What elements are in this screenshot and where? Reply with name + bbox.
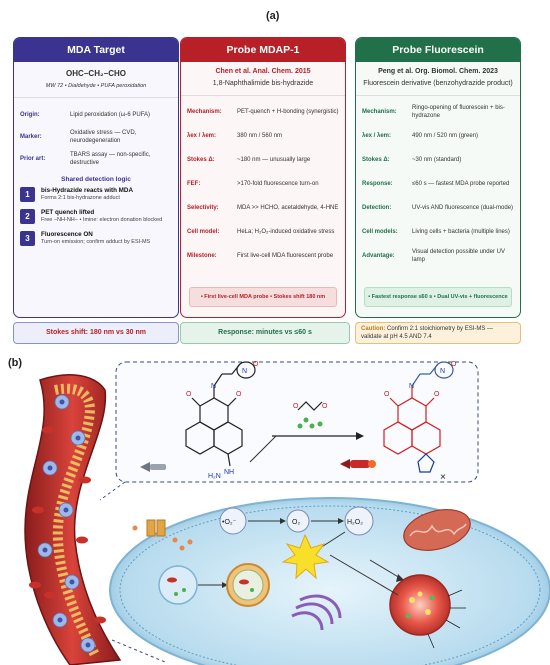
ros-hydrogen-peroxide: H₂O₂ bbox=[344, 506, 374, 536]
svg-text:N: N bbox=[440, 368, 445, 375]
vesicle-icon bbox=[158, 565, 198, 605]
blood-vessel bbox=[24, 374, 122, 665]
fluorescein-row-detection: Detection:UV-vis AND fluorescence (dual-… bbox=[362, 205, 514, 211]
fluorescein-title: Probe Fluorescein bbox=[356, 38, 520, 62]
fluorescent-organelle bbox=[389, 574, 451, 636]
ros-superoxide: •O₂⁻ bbox=[219, 507, 247, 535]
caution-box: Caution: Confirm 2:1 stoichiometry by ES… bbox=[355, 322, 521, 344]
mdap1-sub: 1,8-Naphthalimide bis-hydrazide bbox=[212, 80, 314, 87]
mda-molecule bbox=[297, 401, 323, 411]
membrane-channel bbox=[132, 519, 193, 551]
fluorescein-ref: Peng et al. Org. Biomol. Chem. 2023 bbox=[378, 68, 498, 75]
mda-target-card: MDA Target OHC−CH₂−CHO MW 72 • Dialdehyd… bbox=[13, 37, 179, 318]
fluorescein-row-advantage: Advantage:Visual detection possible unde… bbox=[362, 249, 505, 263]
mda-row-origin: Origin:Lipid peroxidation (ω-6 PUFA) bbox=[20, 112, 151, 118]
mdap1-footer: • First live-cell MDA probe • Stokes shi… bbox=[189, 287, 337, 307]
gray-probe-icon bbox=[140, 462, 166, 472]
svg-text:NH: NH bbox=[224, 469, 234, 476]
svg-text:N: N bbox=[211, 383, 216, 390]
caution-label: Caution: bbox=[361, 326, 386, 332]
svg-text:N: N bbox=[242, 368, 247, 375]
svg-text:H₂N: H₂N bbox=[208, 473, 221, 480]
mitochondrion-icon bbox=[403, 509, 471, 551]
mdap1-row-mechanism: Mechanism:PET-quench + H-bonding (synerg… bbox=[187, 109, 339, 115]
ros-oxygen: O₂ bbox=[286, 509, 310, 533]
svg-text:O: O bbox=[451, 361, 457, 368]
mdap1-row-fef: FEF:>170-fold fluorescence turn-on bbox=[187, 181, 319, 187]
mda-formula: OHC−CH₂−CHO bbox=[65, 69, 126, 78]
svg-text:N: N bbox=[409, 383, 414, 390]
reaction-scheme-box bbox=[115, 361, 479, 483]
mdap1-ref: Chen et al. Anal. Chem. 2015 bbox=[215, 68, 311, 75]
panel-b-label: (b) bbox=[8, 357, 23, 369]
fluorescein-row-cell-models: Cell models:Living cells + bacteria (mul… bbox=[362, 229, 510, 235]
fluorescein-row-wavelength: λex / λem:490 nm / 520 nm (green) bbox=[362, 133, 479, 139]
probe-structure-before bbox=[185, 361, 256, 467]
svg-text:O: O bbox=[186, 391, 192, 398]
blocked-x-mark: × bbox=[440, 472, 446, 483]
fluorescein-row-mechanism: Mechanism:Ringo-opening of fluorescein +… bbox=[362, 105, 505, 119]
fluorescein-card: Probe Fluorescein Peng et al. Org. Biomo… bbox=[355, 37, 521, 318]
mda-dots bbox=[297, 417, 323, 429]
svg-text:O: O bbox=[384, 391, 390, 398]
probe-structure-after bbox=[383, 386, 441, 473]
mdap1-row-milestone: Milestone:First live-cell MDA fluorescen… bbox=[187, 253, 334, 259]
mdap1-row-selectivity: Selectivity:MDA >> HCHO, acetaldehyde, 4… bbox=[187, 205, 339, 211]
steps-title: Shared detection logic bbox=[61, 176, 131, 183]
mdap1-title: Probe MDAP-1 bbox=[181, 38, 345, 62]
mda-formula-sub: MW 72 • Dialdehyde • PUFA peroxidation bbox=[45, 83, 147, 89]
fluorescein-footer: • Fastest response ≤60 s • Dual UV-vis +… bbox=[364, 287, 512, 307]
fluorescein-sub: Fluorescein derivative (benzohydrazide p… bbox=[363, 80, 513, 87]
oxidative-burst-icon bbox=[281, 533, 330, 580]
golgi-apparatus-icon bbox=[291, 594, 342, 631]
red-probe-icon bbox=[340, 459, 376, 469]
svg-text:O: O bbox=[236, 391, 242, 398]
mda-row-prior-art: Prior art:TBARS assay — non-specific, de… bbox=[20, 152, 151, 166]
svg-text:O: O bbox=[293, 403, 299, 410]
response-comparison: Response: minutes vs ≤60 s bbox=[180, 322, 350, 344]
fluorescein-row-stokes: Stokes Δ:~30 nm (standard) bbox=[362, 157, 462, 163]
lysosome-icon bbox=[226, 563, 270, 607]
svg-text:O: O bbox=[253, 361, 259, 368]
stokes-shift-comparison: Stokes shift: 180 nm vs 30 nm bbox=[13, 322, 179, 344]
mdap1-card: Probe MDAP-1 Chen et al. Anal. Chem. 201… bbox=[180, 37, 346, 318]
mdap1-row-cell-model: Cell model:HeLa; H₂O₂-induced oxidative … bbox=[187, 229, 335, 235]
svg-text:H₂O₂: H₂O₂ bbox=[347, 519, 363, 526]
mda-row-marker: Marker:Oxidative stress — CVD, neurodege… bbox=[20, 130, 137, 144]
caution-text: Confirm 2:1 stoichiometry by ESI-MS — va… bbox=[361, 326, 494, 340]
zoom-line-top bbox=[99, 481, 126, 501]
mda-target-title: MDA Target bbox=[14, 38, 178, 62]
svg-text:•O₂⁻: •O₂⁻ bbox=[222, 519, 237, 526]
mdap1-row-wavelength: λex / λem:380 nm / 560 nm bbox=[187, 133, 283, 139]
svg-text:O: O bbox=[322, 403, 328, 410]
panel-a-label: (a) bbox=[266, 10, 280, 22]
fluorescein-row-response: Response:≤60 s — fastest MDA probe repor… bbox=[362, 181, 510, 187]
svg-text:O: O bbox=[434, 391, 440, 398]
svg-text:O₂: O₂ bbox=[292, 519, 300, 526]
mdap1-row-stokes: Stokes Δ:~180 nm — unusually large bbox=[187, 157, 311, 163]
